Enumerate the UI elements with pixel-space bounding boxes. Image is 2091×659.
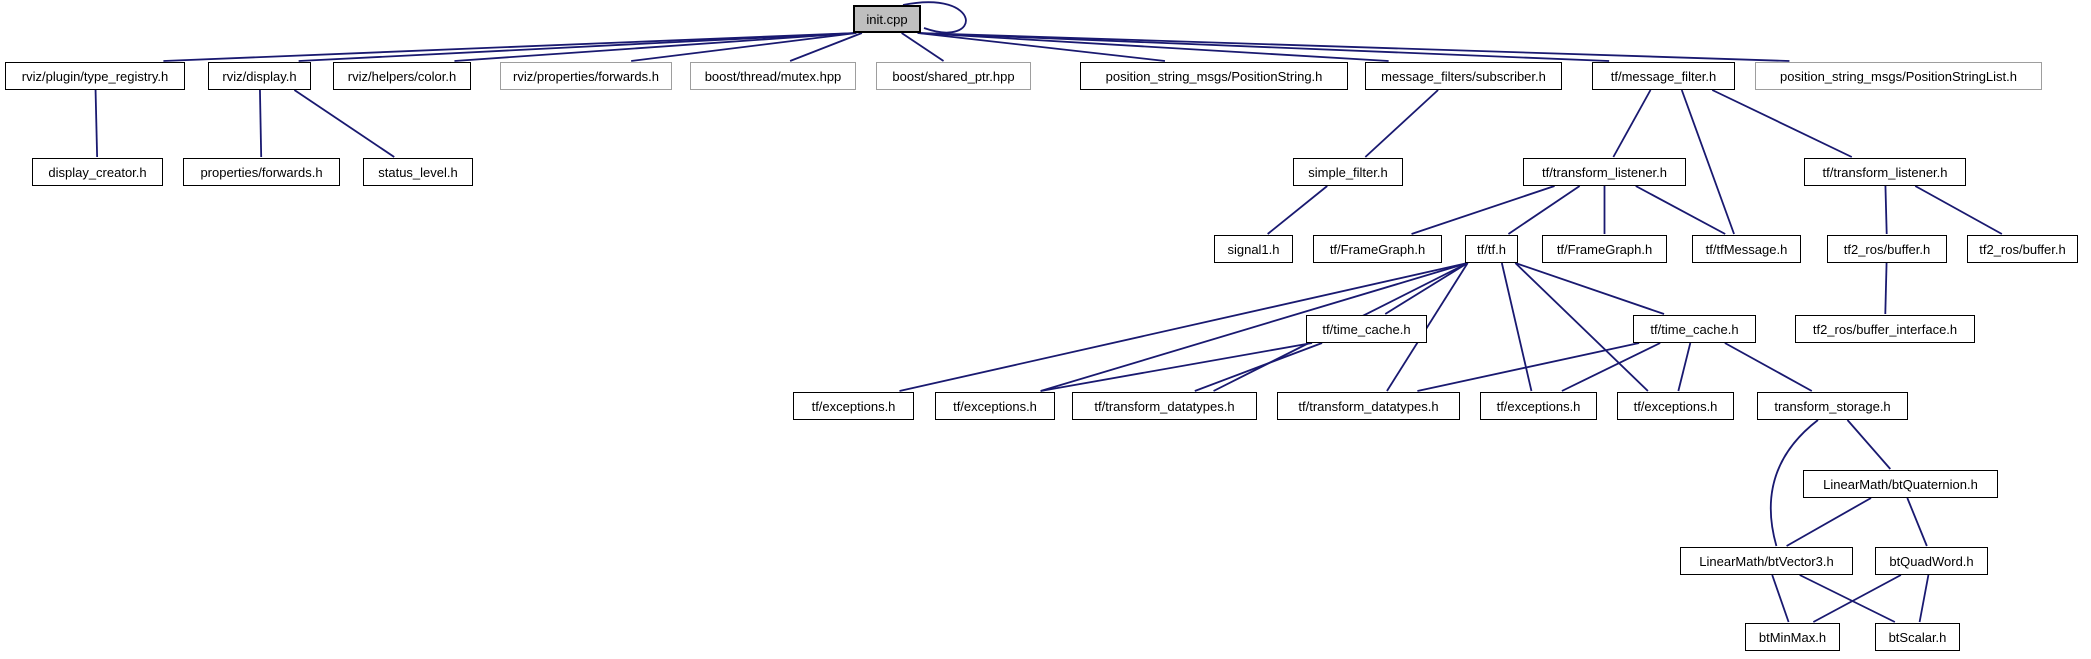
edge-type_registry-display_creator <box>94 89 99 158</box>
graph-node-color[interactable]: rviz/helpers/color.h <box>333 62 471 90</box>
edge-tf_tf-datatypes2 <box>1386 262 1469 392</box>
graph-node-status_level[interactable]: status_level.h <box>363 158 473 186</box>
edge-btQuadWord-btMinMax <box>1812 574 1902 623</box>
edge-init-color <box>454 32 857 62</box>
edge-tf_tf-time_cache_L <box>1384 262 1469 315</box>
edge-time_cache_L-datatypes1 <box>1194 342 1323 392</box>
graph-node-btMinMax[interactable]: btMinMax.h <box>1745 623 1840 651</box>
graph-node-btScalar[interactable]: btScalar.h <box>1875 623 1960 651</box>
graph-node-FrameGraph_L[interactable]: tf/FrameGraph.h <box>1313 235 1442 263</box>
graph-node-datatypes1[interactable]: tf/transform_datatypes.h <box>1072 392 1257 420</box>
graph-node-display_creator[interactable]: display_creator.h <box>32 158 163 186</box>
graph-node-time_cache_R[interactable]: tf/time_cache.h <box>1633 315 1756 343</box>
graph-node-tf_tf[interactable]: tf/tf.h <box>1465 235 1518 263</box>
graph-node-PositionStringList: position_string_msgs/PositionStringList.… <box>1755 62 2042 90</box>
edge-message_filter-transform_listener_L <box>1612 89 1652 158</box>
graph-node-exceptions4[interactable]: tf/exceptions.h <box>1617 392 1734 420</box>
edge-transform_listener_L-tf_tf <box>1507 185 1581 235</box>
edge-message_filter-transform_listener_R <box>1711 89 1853 158</box>
edge-init-display <box>298 32 857 62</box>
graph-node-PositionString[interactable]: position_string_msgs/PositionString.h <box>1080 62 1348 90</box>
edge-init-rviz_prop_forwards <box>631 32 857 62</box>
graph-node-shared_ptr: boost/shared_ptr.hpp <box>876 62 1031 90</box>
graph-node-buffer_interface[interactable]: tf2_ros/buffer_interface.h <box>1795 315 1975 343</box>
graph-node-subscriber[interactable]: message_filters/subscriber.h <box>1365 62 1562 90</box>
graph-node-exceptions1[interactable]: tf/exceptions.h <box>793 392 914 420</box>
graph-node-init: init.cpp <box>853 5 921 33</box>
edge-time_cache_R-transform_storage <box>1724 342 1813 392</box>
edge-init-PositionString <box>917 32 1166 62</box>
graph-node-exceptions3[interactable]: tf/exceptions.h <box>1480 392 1597 420</box>
edge-tf_tf-exceptions3 <box>1500 262 1533 392</box>
edge-display-status_level <box>293 89 395 158</box>
edge-tf_tf-time_cache_R <box>1515 262 1665 315</box>
edge-tf_tf-exceptions2 <box>1040 262 1468 392</box>
graph-node-transform_storage[interactable]: transform_storage.h <box>1757 392 1908 420</box>
edge-time_cache_R-datatypes2 <box>1417 342 1640 392</box>
graph-node-tfMessage[interactable]: tf/tfMessage.h <box>1692 235 1801 263</box>
edge-time_cache_L-exceptions2 <box>1040 342 1313 392</box>
graph-node-simple_filter[interactable]: simple_filter.h <box>1293 158 1403 186</box>
edge-time_cache_R-exceptions3 <box>1561 342 1661 392</box>
edge-btQuaternion-btQuadWord <box>1906 497 1928 547</box>
edge-display-properties_forwards <box>259 89 263 158</box>
edge-transform_listener_L-FrameGraph_L <box>1411 185 1555 235</box>
graph-node-mutex: boost/thread/mutex.hpp <box>690 62 856 90</box>
graph-node-type_registry[interactable]: rviz/plugin/type_registry.h <box>5 62 185 90</box>
graph-node-signal1[interactable]: signal1.h <box>1214 235 1293 263</box>
edge-btVector3-btMinMax <box>1771 574 1790 623</box>
edge-transform_storage-btVector3 <box>1769 419 1819 547</box>
edge-tf_tf-exceptions1 <box>899 262 1468 392</box>
edge-init-type_registry <box>163 32 857 62</box>
edge-time_cache_R-exceptions4 <box>1677 342 1692 392</box>
graph-node-properties_forwards[interactable]: properties/forwards.h <box>183 158 340 186</box>
edge-buffer_L-buffer_interface <box>1884 262 1888 315</box>
edge-init-mutex <box>789 32 863 62</box>
graph-node-datatypes2[interactable]: tf/transform_datatypes.h <box>1277 392 1460 420</box>
graph-node-rviz_prop_forwards: rviz/properties/forwards.h <box>500 62 672 90</box>
edge-transform_listener_R-buffer_R <box>1914 185 2003 235</box>
graph-node-transform_listener_R[interactable]: tf/transform_listener.h <box>1804 158 1966 186</box>
edge-init-init <box>902 1 967 34</box>
edge-message_filter-tfMessage <box>1680 89 1735 235</box>
graph-node-display[interactable]: rviz/display.h <box>208 62 311 90</box>
graph-node-message_filter[interactable]: tf/message_filter.h <box>1592 62 1735 90</box>
graph-node-transform_listener_L[interactable]: tf/transform_listener.h <box>1523 158 1686 186</box>
graph-node-buffer_L[interactable]: tf2_ros/buffer.h <box>1827 235 1947 263</box>
edge-init-subscriber <box>917 32 1389 62</box>
graph-node-btQuaternion[interactable]: LinearMath/btQuaternion.h <box>1803 470 1998 498</box>
edge-tf_tf-exceptions4 <box>1514 262 1649 392</box>
edge-init-PositionStringList <box>917 32 1790 62</box>
edge-btVector3-btScalar <box>1799 574 1896 623</box>
graph-node-btVector3[interactable]: LinearMath/btVector3.h <box>1680 547 1853 575</box>
edge-btQuadWord-btScalar <box>1918 574 1930 623</box>
graph-node-btQuadWord[interactable]: btQuadWord.h <box>1875 547 1988 575</box>
edge-simple_filter-signal1 <box>1267 185 1328 235</box>
edge-transform_storage-btQuaternion <box>1846 419 1891 470</box>
edge-subscriber-simple_filter <box>1364 89 1439 158</box>
graph-node-buffer_R[interactable]: tf2_ros/buffer.h <box>1967 235 2078 263</box>
edge-init-message_filter <box>917 32 1610 62</box>
graph-node-time_cache_L[interactable]: tf/time_cache.h <box>1306 315 1427 343</box>
edge-btQuaternion-btVector3 <box>1786 497 1872 547</box>
edge-transform_listener_L-tfMessage <box>1635 185 1726 235</box>
graph-node-exceptions2[interactable]: tf/exceptions.h <box>935 392 1055 420</box>
graph-node-FrameGraph_R[interactable]: tf/FrameGraph.h <box>1542 235 1667 263</box>
edges-group <box>94 1 2003 623</box>
edge-init-shared_ptr <box>901 32 945 62</box>
edge-transform_listener_R-buffer_L <box>1884 185 1888 235</box>
